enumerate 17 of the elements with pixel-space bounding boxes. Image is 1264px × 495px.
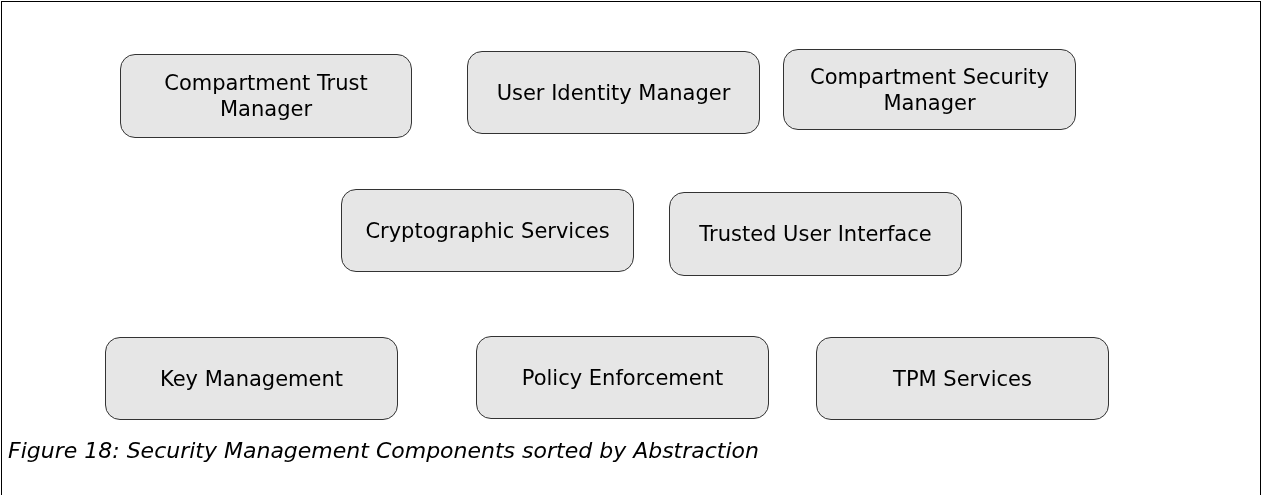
- component-label: Trusted User Interface: [698, 221, 933, 247]
- figure-caption: Figure 18: Security Management Components sorted by Abstraction: [8, 438, 759, 463]
- component-label: Key Management: [158, 365, 345, 392]
- component-box: [120, 54, 412, 138]
- component-box: [783, 49, 1076, 130]
- component-box: [669, 192, 962, 276]
- component-label: User Identity Manager: [495, 79, 732, 106]
- component-label: Cryptographic Services: [364, 217, 611, 244]
- component-label: Compartment Security Manager: [809, 63, 1050, 116]
- component-label: Policy Enforcement: [520, 364, 725, 391]
- component-box: [476, 336, 769, 419]
- component-label: TPM Services: [892, 365, 1033, 392]
- component-label: Compartment Trust Manager: [163, 70, 369, 122]
- component-box: [341, 189, 634, 272]
- component-box: [467, 51, 760, 134]
- component-box: [816, 337, 1109, 420]
- component-box: [105, 337, 398, 420]
